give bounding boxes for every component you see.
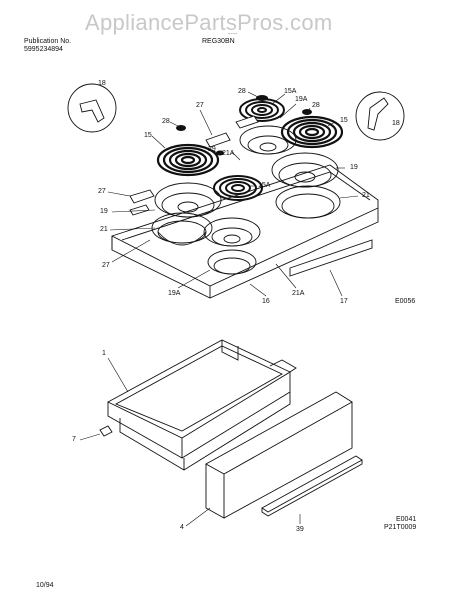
publication-label: Publication No.: [24, 38, 72, 45]
callout-28-left: 28: [162, 118, 170, 125]
drip-bowl-right-rear: [271, 152, 339, 188]
coil-element-front-small: [213, 175, 263, 201]
callout-7: 7: [72, 436, 76, 443]
callout-18-right: 18: [392, 120, 400, 127]
callout-1: 1: [102, 350, 106, 357]
drawer-leaders: [79, 357, 301, 527]
mounting-clips: [176, 95, 312, 156]
callout-28-right: 28: [312, 102, 320, 109]
drawer-glide: [99, 425, 113, 437]
callout-19-left: 19: [100, 208, 108, 215]
callout-4: 4: [180, 524, 184, 531]
coil-element-left-large: [156, 143, 220, 177]
publication-number: 5995234894: [24, 46, 63, 53]
footer-date: 10/94: [36, 582, 54, 589]
drip-bowl-left-rear: [154, 182, 222, 218]
callout-15-right: 15: [340, 117, 348, 124]
callout-21A-front: 21A: [292, 290, 305, 297]
model-number: REG30BN: [202, 38, 235, 45]
callout-19A-front: 19A: [168, 290, 181, 297]
detail-circle-left: [67, 83, 117, 133]
detail-circle-right: [355, 91, 405, 141]
callout-39: 39: [296, 526, 304, 533]
callout-19A-rear: 19A: [295, 96, 308, 103]
callout-15A-front: 15A: [258, 182, 271, 189]
callout-29: 29: [208, 146, 216, 153]
callout-leaders: [107, 91, 359, 297]
drawer-box: [107, 339, 297, 471]
front-trim-strip: [289, 239, 373, 277]
coil-element-right-large: [280, 115, 344, 149]
callout-17: 17: [340, 298, 348, 305]
drip-bowl-small-front: [203, 217, 261, 247]
callout-19-right: 19: [350, 164, 358, 171]
callout-28-rear: 28: [238, 88, 246, 95]
callout-15-left: 15: [144, 132, 152, 139]
callout-21-right: 21: [362, 192, 370, 199]
drawer-trim-strip: [261, 455, 363, 517]
diagram-code-bottom: E0041: [396, 516, 417, 523]
trim-ring-right: [275, 185, 341, 219]
header-fragment: ~~~~: [228, 31, 238, 36]
callout-15A-rear: 15A: [284, 88, 297, 95]
watermark: AppliancePartsPros.com: [85, 10, 333, 35]
part-list-code: P21T0009: [384, 524, 417, 531]
callout-18-left: 18: [98, 80, 106, 87]
diagram-code-top: E0056: [395, 298, 416, 305]
callout-27-rear: 27: [196, 102, 204, 109]
receptacle-blocks: [129, 115, 259, 216]
trim-ring-front-small: [207, 249, 257, 275]
callout-27-front: 27: [102, 262, 110, 269]
callout-16: 16: [262, 298, 270, 305]
callout-21-left: 21: [100, 226, 108, 233]
drawer-front-panel: [205, 391, 353, 519]
callout-21A-mid: 21A: [222, 150, 235, 157]
callout-27-left: 27: [98, 188, 106, 195]
